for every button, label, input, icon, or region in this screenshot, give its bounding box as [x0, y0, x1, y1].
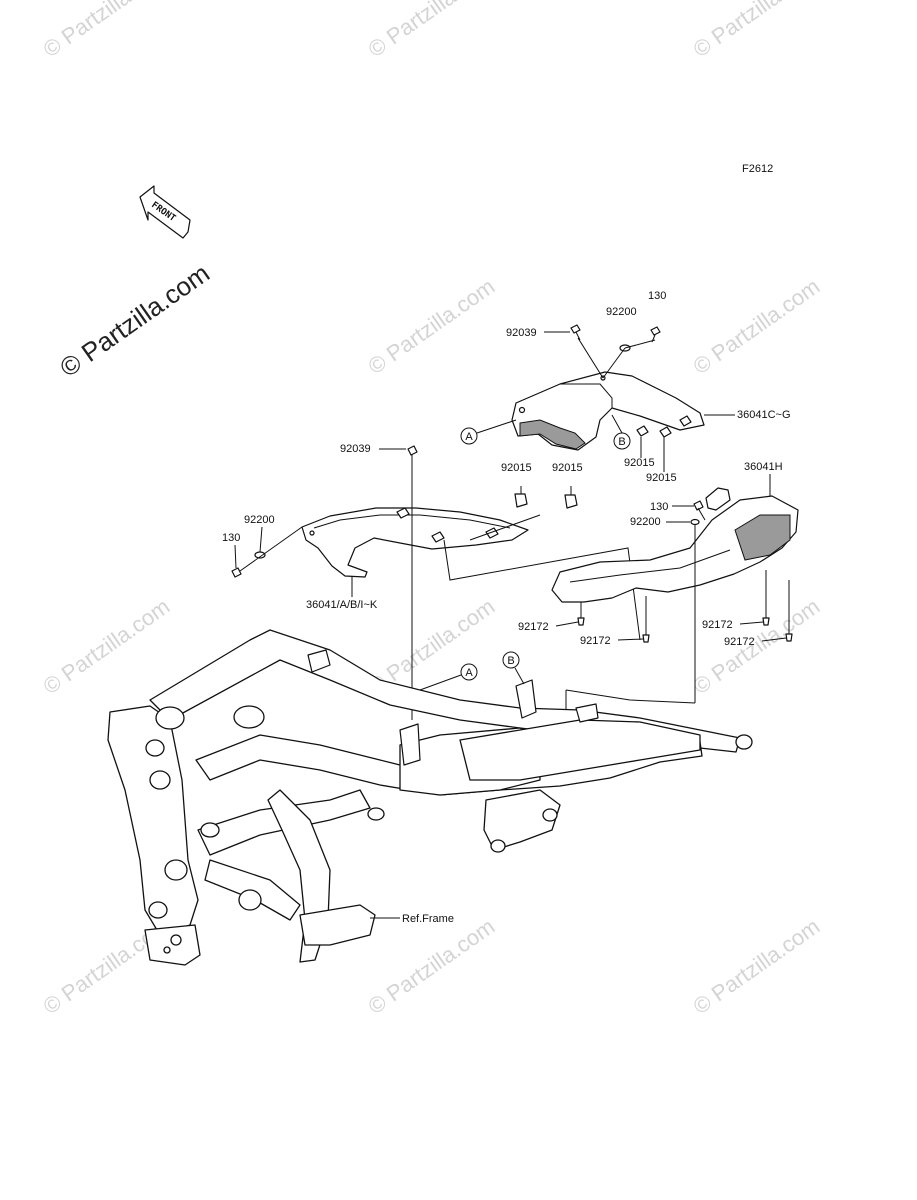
front-arrow-icon: FRONT [139, 185, 191, 239]
bolt-icon [407, 445, 418, 465]
part-label-92015-a: 92015 [624, 457, 655, 469]
part-label-92015-d: 92015 [552, 462, 583, 474]
callout-b-upper: B [613, 432, 631, 450]
watermark: © Partzilla.com [689, 274, 825, 380]
part-label-36041h: 36041H [744, 461, 783, 473]
svg-text:B: B [618, 436, 625, 448]
clip-icon [514, 493, 528, 508]
callout-a-frame: A [460, 663, 478, 681]
part-label-ref-frame: Ref.Frame [402, 913, 454, 925]
watermark: © Partzilla.com [364, 0, 500, 62]
partzilla-watermark: © Partzilla.com [54, 258, 215, 383]
watermark: © Partzilla.com [689, 0, 825, 62]
side-cover-left [301, 507, 529, 578]
bolt-icon [231, 567, 242, 578]
part-label-92039-top: 92039 [506, 327, 537, 339]
bolt-icon [570, 324, 581, 341]
bolt-icon [650, 326, 661, 343]
tail-cover-right [551, 487, 799, 603]
svg-text:A: A [465, 667, 473, 679]
screw-icon [785, 633, 793, 642]
watermark: © Partzilla.com [364, 274, 500, 380]
side-cover-upper-right [511, 371, 705, 451]
part-label-92172-d: 92172 [724, 636, 755, 648]
watermark: © Partzilla.com [364, 914, 500, 1020]
part-label-36041-abik: 36041/A/B/I~K [306, 599, 378, 611]
part-label-92172-a: 92172 [518, 621, 549, 633]
watermark: © Partzilla.com [689, 914, 825, 1020]
callout-a-upper: A [460, 427, 478, 445]
part-label-92015-c: 92015 [501, 462, 532, 474]
diagram-code: F2612 [742, 163, 773, 175]
watermark: © Partzilla.com [39, 0, 175, 62]
part-label-130-left: 130 [222, 532, 240, 544]
part-label-92015-b: 92015 [646, 472, 677, 484]
part-label-130-top: 130 [648, 290, 666, 302]
part-label-92200-top: 92200 [606, 306, 637, 318]
part-label-130-right: 130 [650, 501, 668, 513]
part-label-92039-mid: 92039 [340, 443, 371, 455]
washer-icon [690, 518, 700, 526]
screw-icon [762, 617, 770, 626]
part-label-36041c-g: 36041C~G [737, 409, 791, 421]
watermark: © Partzilla.com [689, 594, 825, 700]
part-label-92172-c: 92172 [702, 619, 733, 631]
part-label-92200-right: 92200 [630, 516, 661, 528]
bolt-icon [693, 500, 704, 511]
screw-icon [642, 634, 650, 643]
part-label-92172-b: 92172 [580, 635, 611, 647]
svg-text:A: A [465, 431, 473, 443]
watermark: © Partzilla.com [39, 594, 175, 700]
part-label-92200-left: 92200 [244, 514, 275, 526]
clip-icon [564, 494, 578, 509]
callout-b-frame: B [502, 651, 520, 669]
screw-icon [577, 617, 585, 626]
motorcycle-frame [107, 629, 753, 966]
svg-text:B: B [507, 655, 514, 667]
